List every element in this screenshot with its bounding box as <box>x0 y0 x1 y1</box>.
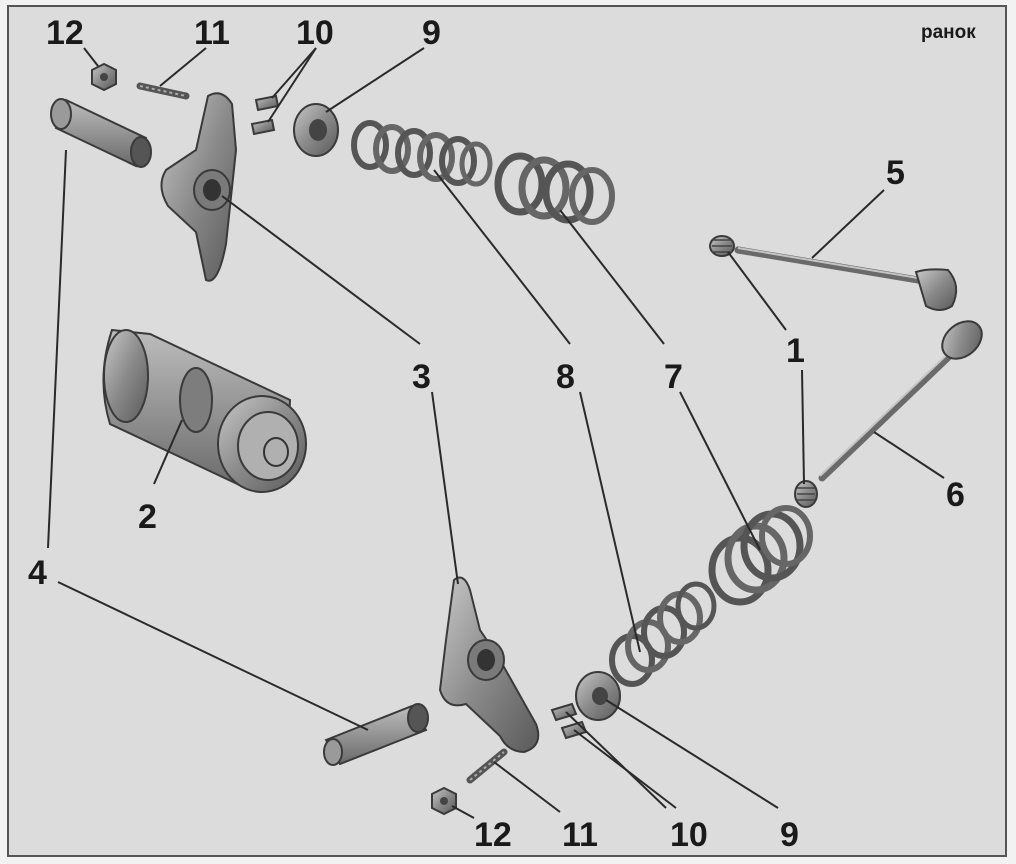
part-nut-bottom <box>431 786 457 816</box>
part-nut-top <box>91 62 117 92</box>
part-camshaft <box>102 328 307 493</box>
callout-12-bottom: 12 <box>474 816 512 854</box>
leader-lines <box>47 47 945 819</box>
callout-7-top: 7 <box>664 358 683 396</box>
callout-5: 5 <box>886 154 905 192</box>
part-rocker-arm-bottom <box>438 576 540 754</box>
callout-4: 4 <box>28 554 47 592</box>
part-valve-seal-top <box>709 235 735 257</box>
callout-8-top: 8 <box>556 358 575 396</box>
callout-9-bottom: 9 <box>780 816 799 854</box>
part-valve-intake <box>818 320 983 482</box>
callout-2: 2 <box>138 498 157 536</box>
callout-1-top: 1 <box>786 332 805 370</box>
part-spring-retainer-top <box>293 103 339 157</box>
callout-6: 6 <box>946 476 965 514</box>
part-rocker-arm-top <box>160 92 238 282</box>
part-inner-spring-top <box>351 120 493 187</box>
part-outer-spring-top <box>494 152 615 225</box>
part-rocker-shaft-bottom <box>323 703 429 766</box>
part-valve-exhaust <box>734 246 958 311</box>
callout-9-top: 9 <box>422 14 441 52</box>
part-outer-spring-bottom <box>708 505 813 606</box>
callout-10-top: 10 <box>296 14 334 52</box>
part-spring-retainer-bottom <box>575 671 621 721</box>
callout-3-top: 3 <box>412 358 431 396</box>
part-adjusting-screw-bottom <box>466 748 508 784</box>
part-adjusting-screw-top <box>136 82 190 100</box>
callout-12-top: 12 <box>46 14 84 52</box>
part-inner-spring-bottom <box>609 581 717 687</box>
part-valve-keepers-top <box>250 94 280 136</box>
callout-11-top: 11 <box>194 14 230 52</box>
part-rocker-shaft-top <box>50 98 152 168</box>
callout-labels: 12 11 10 9 5 1 3 8 7 6 2 4 12 11 10 9 <box>28 14 965 854</box>
callout-11-bottom: 11 <box>562 816 598 854</box>
part-valve-seal-bottom <box>794 480 818 508</box>
logo-text: ранок <box>921 22 976 43</box>
callout-10-bottom: 10 <box>670 816 708 854</box>
publisher-logo: ранок <box>921 22 976 43</box>
